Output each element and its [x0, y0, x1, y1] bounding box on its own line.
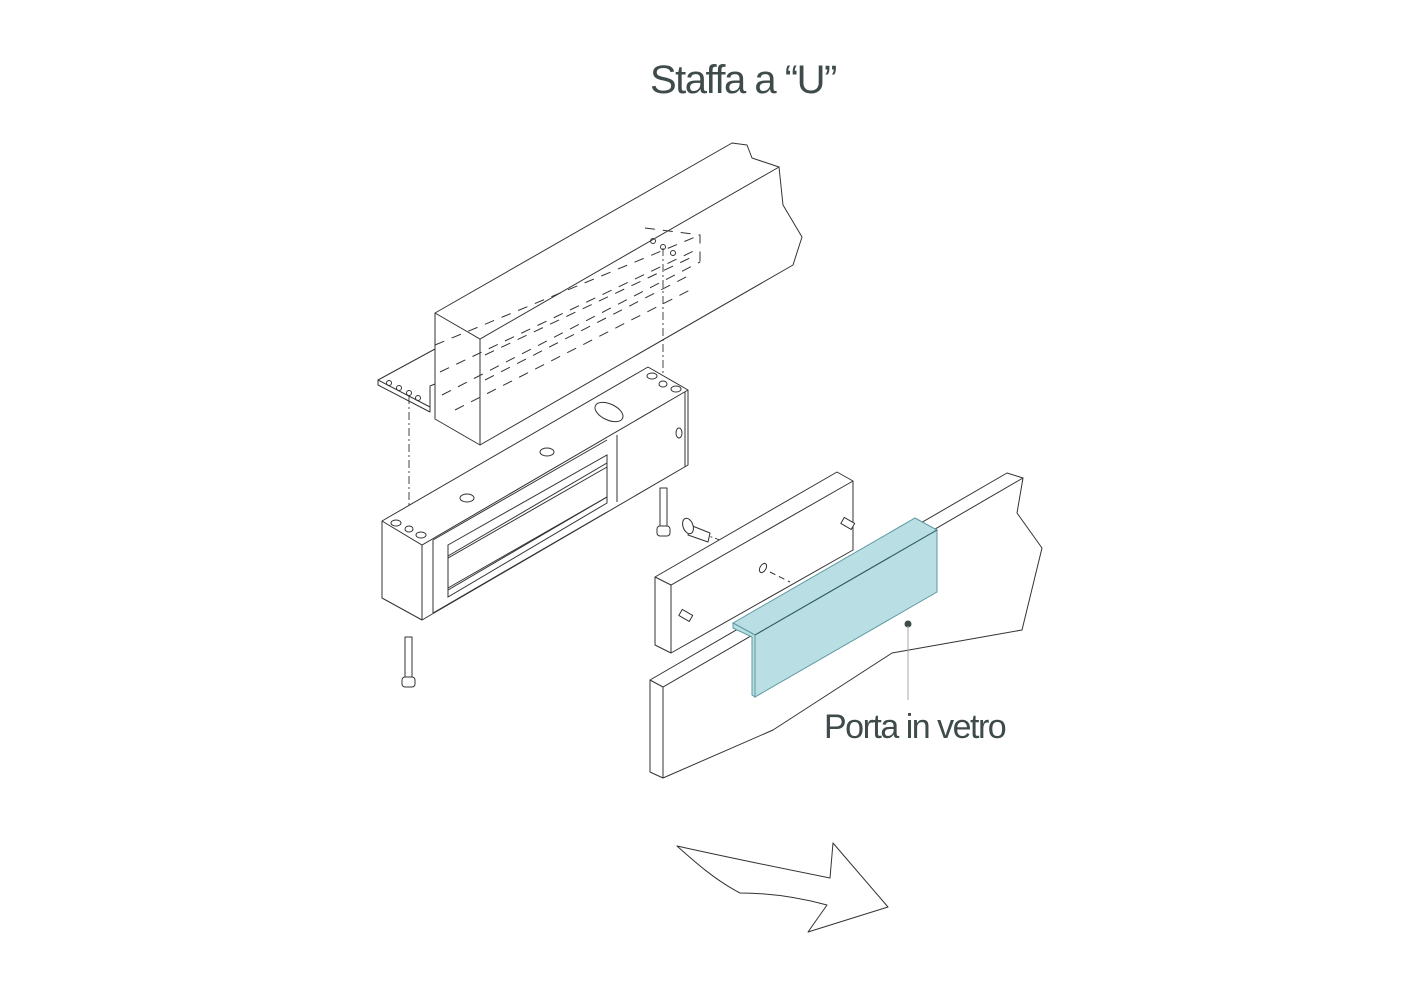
- glass-door-label: Porta in vetro: [824, 708, 1007, 746]
- pin-icon: [678, 608, 694, 622]
- direction-arrow-icon: [676, 842, 889, 933]
- sex-bolt: [682, 517, 721, 543]
- electromagnet-body: [381, 366, 689, 621]
- hole-icon: [386, 380, 392, 386]
- page-title: Staffa a “U”: [650, 58, 837, 102]
- bolt: [656, 487, 671, 537]
- pin-icon: [840, 516, 856, 530]
- cable-hole-icon: [594, 401, 624, 423]
- armature-plate: [654, 471, 856, 654]
- leader-dot: [904, 620, 912, 628]
- u-bracket: [377, 227, 701, 413]
- door-frame-beam: [434, 142, 803, 446]
- glass-door-bracket: [731, 517, 939, 698]
- bolt: [401, 636, 416, 688]
- screw-head-icon: [390, 372, 683, 539]
